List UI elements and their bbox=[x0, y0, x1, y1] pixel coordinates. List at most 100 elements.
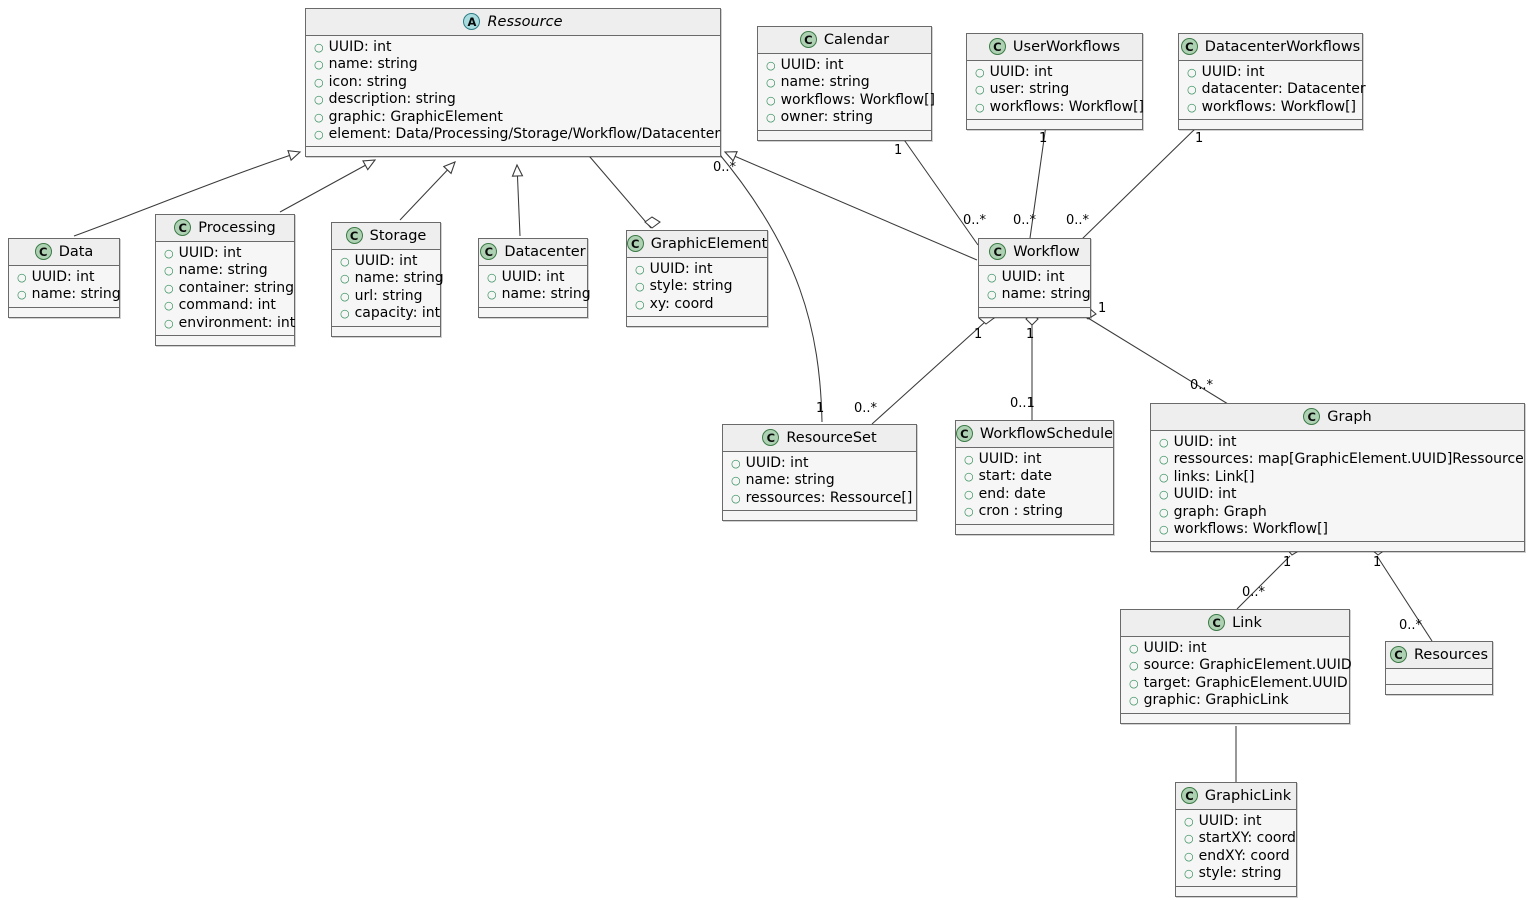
class-icon: C bbox=[1180, 38, 1198, 55]
attribute-row: ○name: string bbox=[340, 270, 444, 287]
visibility-public-icon: ○ bbox=[964, 505, 974, 519]
class-methods-graphiclink bbox=[1176, 886, 1296, 896]
visibility-public-icon: ○ bbox=[635, 297, 645, 311]
attribute-row: ○start: date bbox=[964, 468, 1105, 485]
attribute-row: ○UUID: int bbox=[731, 455, 908, 472]
class-attributes-userworkflows: ○UUID: int○user: string○workflows: Workf… bbox=[967, 61, 1144, 121]
visibility-public-icon: ○ bbox=[164, 299, 174, 313]
class-methods-userworkflows bbox=[967, 120, 1142, 130]
class-methods-workflow bbox=[979, 307, 1090, 317]
visibility-public-icon: ○ bbox=[340, 307, 350, 321]
class-methods-graphicelement bbox=[627, 317, 767, 327]
class-attributes-resources bbox=[1386, 669, 1492, 685]
attribute-row: ○element: Data/Processing/Storage/Workfl… bbox=[314, 126, 720, 143]
class-methods-datacenter bbox=[479, 307, 587, 317]
attribute-row: ○graphic: GraphicLink bbox=[1129, 692, 1341, 709]
attribute-row: ○command: int bbox=[164, 297, 286, 314]
attribute-label: workflows: Workflow[] bbox=[780, 91, 935, 108]
class-name-datacenter: Datacenter bbox=[504, 243, 586, 260]
multiplicity-label: 0..* bbox=[713, 160, 737, 175]
attribute-label: ressources: map[GraphicElement.UUID]Ress… bbox=[1173, 451, 1524, 468]
visibility-public-icon: ○ bbox=[314, 75, 324, 89]
multiplicity-label: 0..* bbox=[1066, 213, 1090, 228]
visibility-public-icon: ○ bbox=[1187, 83, 1197, 97]
attribute-row: ○UUID: int bbox=[17, 269, 111, 286]
class-icon: C bbox=[345, 227, 363, 244]
attribute-row: ○startXY: coord bbox=[1184, 830, 1296, 847]
visibility-public-icon: ○ bbox=[635, 280, 645, 294]
class-attributes-graph: ○UUID: int○ressources: map[GraphicElemen… bbox=[1151, 431, 1524, 543]
attribute-row: ○UUID: int bbox=[1159, 486, 1516, 503]
attribute-label: name: string bbox=[354, 270, 444, 287]
visibility-public-icon: ○ bbox=[1129, 659, 1139, 673]
class-icon: C bbox=[1180, 787, 1198, 804]
class-icon: C bbox=[174, 219, 192, 236]
class-methods-datacenterworkflows bbox=[1179, 120, 1362, 130]
attribute-label: graphic: GraphicElement bbox=[328, 108, 503, 125]
edge-datacenterworkflows-workflow bbox=[1080, 125, 1199, 241]
attribute-label: UUID: int bbox=[1001, 269, 1065, 285]
class-methods-resourceset bbox=[723, 511, 916, 521]
attribute-label: source: GraphicElement.UUID bbox=[1143, 657, 1352, 674]
visibility-public-icon: ○ bbox=[731, 474, 741, 488]
attribute-row: ○capacity: int bbox=[340, 305, 440, 322]
attribute-row: ○ressources: map[GraphicElement.UUID]Res… bbox=[1159, 451, 1524, 468]
visibility-public-icon: ○ bbox=[987, 271, 997, 284]
attribute-label: xy: coord bbox=[649, 295, 714, 312]
class-attributes-ressource: ○UUID: int○name: string○icon: string○des… bbox=[306, 36, 720, 148]
edge-workflow-resourceset bbox=[871, 321, 986, 425]
multiplicity-label: 1 bbox=[974, 327, 983, 342]
class-methods-link bbox=[1121, 713, 1349, 723]
attribute-label: UUID: int bbox=[328, 39, 392, 55]
edge-ressource-graphicelement bbox=[583, 149, 652, 229]
attribute-label: owner: string bbox=[780, 109, 873, 126]
attribute-row: ○owner: string bbox=[766, 109, 923, 126]
class-name-resourceset: ResourceSet bbox=[786, 429, 877, 446]
visibility-public-icon: ○ bbox=[1187, 100, 1197, 114]
attribute-label: workflows: Workflow[] bbox=[1173, 521, 1328, 538]
attribute-row: ○UUID: int bbox=[635, 261, 759, 278]
attribute-label: UUID: int bbox=[1143, 640, 1207, 656]
attribute-row: ○UUID: int bbox=[314, 39, 712, 56]
multiplicity-label: 0..* bbox=[1242, 585, 1266, 600]
class-icon: C bbox=[480, 243, 498, 260]
multiplicity-label: 1 bbox=[816, 401, 825, 416]
attribute-label: endXY: coord bbox=[1198, 847, 1290, 864]
class-name-ressource: Ressource bbox=[487, 13, 563, 30]
class-attributes-workflow: ○UUID: int○name: string bbox=[979, 266, 1091, 308]
visibility-public-icon: ○ bbox=[1159, 523, 1169, 537]
class-name-storage: Storage bbox=[369, 227, 427, 244]
visibility-public-icon: ○ bbox=[314, 93, 324, 107]
attribute-label: description: string bbox=[328, 91, 456, 108]
attribute-row: ○icon: string bbox=[314, 74, 712, 91]
class-attributes-processing: ○UUID: int○name: string○container: strin… bbox=[156, 242, 295, 337]
class-methods-graph bbox=[1151, 542, 1524, 552]
attribute-label: UUID: int bbox=[1173, 434, 1237, 450]
attribute-label: workflows: Workflow[] bbox=[989, 98, 1144, 115]
class-icon: C bbox=[626, 235, 644, 252]
attribute-row: ○UUID: int bbox=[164, 245, 286, 262]
class-icon: C bbox=[1208, 614, 1226, 631]
multiplicity-label: 0..* bbox=[1013, 213, 1037, 228]
attribute-label: UUID: int bbox=[989, 64, 1053, 80]
attribute-label: UUID: int bbox=[1173, 486, 1237, 503]
